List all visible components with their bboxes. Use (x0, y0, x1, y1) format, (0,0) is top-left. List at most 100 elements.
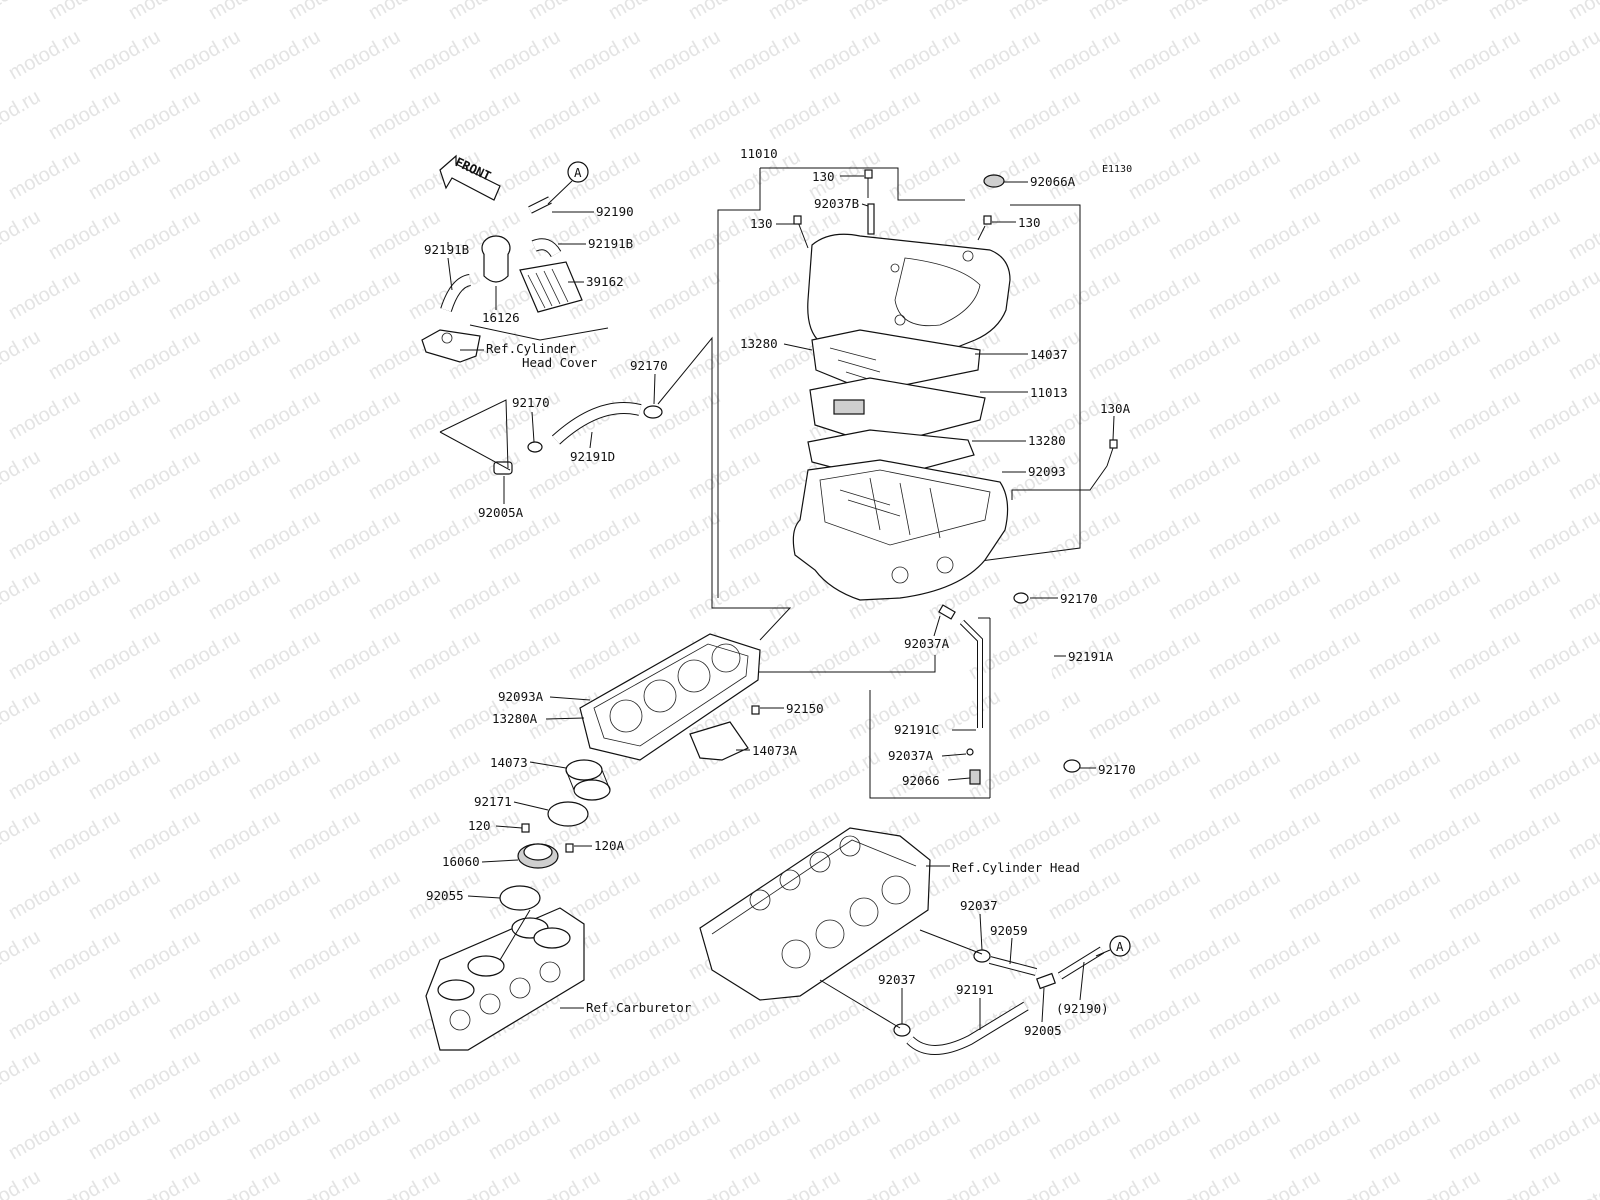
watermark-text: motod.ru (805, 1106, 884, 1165)
watermark-text: motod.ru (365, 0, 444, 24)
watermark-text: motod.ru (45, 326, 124, 385)
watermark-text: motod.ru (165, 506, 244, 565)
watermark-text: motod.ru (5, 146, 84, 205)
watermark-text: motod.ru (1485, 446, 1564, 505)
label-92066: 92066 (902, 773, 940, 788)
watermark-text: motod.ru (0, 926, 44, 985)
watermark-text: motod.ru (1205, 1106, 1284, 1165)
label-13280-mid: 13280 (1028, 433, 1066, 448)
watermark-text: motod.ru (125, 806, 204, 865)
watermark-text: motod.ru (605, 326, 684, 385)
watermark-text: motod.ru (645, 1106, 724, 1165)
watermark-text: motod.ru (565, 1106, 644, 1165)
label-130-top: 130 (812, 169, 835, 184)
watermark-text: motod.ru (645, 146, 724, 205)
watermark-text: motod.ru (85, 506, 164, 565)
watermark-text: motod.ru (0, 806, 44, 865)
watermark-text: motod.ru (365, 86, 444, 145)
watermark-text: motod.ru (45, 206, 124, 265)
watermark-text: motod.ru (885, 626, 964, 685)
watermark-text: motod.ru (1365, 986, 1444, 1045)
watermark-text: motod.ru (1245, 0, 1324, 24)
watermark-text: motod.ru (685, 326, 764, 385)
watermark-text: motod.ru (85, 266, 164, 325)
watermark-text: motod.ru (205, 86, 284, 145)
front-arrow-icon (439, 154, 501, 201)
watermark-text: motod.ru (1365, 1106, 1444, 1165)
watermark-text: motod.ru (205, 686, 284, 745)
watermark-text: motod.ru (405, 626, 484, 685)
watermark-text: motod.ru (1445, 506, 1524, 565)
watermark-text: motod.ru (1325, 1166, 1404, 1200)
label-14073a: 14073A (752, 743, 798, 758)
part-labels: E1130 11010 130 92037B 130 92066A 130 13… (424, 146, 1136, 1038)
watermark-text: motod.ru (1125, 866, 1204, 925)
watermark-text: motod.ru (85, 866, 164, 925)
watermark-text: motod.ru (405, 506, 484, 565)
watermark-text: motod.ru (1325, 926, 1404, 985)
watermark-text: motod.ru (1245, 926, 1324, 985)
watermark-text: motod.ru (285, 806, 364, 865)
watermark-text: motod.ru (1045, 266, 1124, 325)
watermark-text: motod.ru (1325, 0, 1404, 24)
air-cleaner-assembly (717, 167, 1118, 799)
ref-marker-a-bottom: A (1116, 939, 1124, 954)
label-16126: 16126 (482, 310, 520, 325)
watermark-text: motod.ru (1125, 746, 1204, 805)
watermark-text: motod.ru (1085, 686, 1164, 745)
watermark-text: motod.ru (1165, 206, 1244, 265)
watermark-text: motod.ru (725, 386, 804, 445)
watermark-text: motod.ru (1365, 626, 1444, 685)
watermark-text: motod.ru (45, 806, 124, 865)
ref-cylinder-head: Ref.Cylinder Head (952, 860, 1080, 875)
watermark-text: motod.ru (1205, 746, 1284, 805)
watermark-text: motod.ru (1205, 386, 1284, 445)
watermark-text: motod.ru (645, 986, 724, 1045)
watermark-text: motod.ru (605, 446, 684, 505)
watermark-text: motod.ru (125, 1166, 204, 1200)
watermark-text: motod.ru (885, 26, 964, 85)
watermark-text: motod.ru (325, 986, 404, 1045)
watermark-text: motod.ru (245, 26, 324, 85)
watermark-text: motod.ru (525, 1046, 604, 1105)
watermark-text: motod.ru (1165, 446, 1244, 505)
watermark-text: motod.ru (845, 1166, 924, 1200)
watermark-text: motod.ru (685, 86, 764, 145)
watermark-text: motod.ru (125, 326, 204, 385)
watermark-text: motod.ru (645, 866, 724, 925)
watermark-text: motod.ru (1085, 1166, 1164, 1200)
watermark-text: motod.ru (1325, 806, 1404, 865)
watermark-text: motod.ru (205, 326, 284, 385)
diagram-code: E1130 (1102, 164, 1132, 175)
label-92191c: 92191C (894, 722, 939, 737)
watermark-text: motod.ru (1405, 326, 1484, 385)
watermark-text: motod.ru (5, 26, 84, 85)
watermark-text: motod.ru (1085, 446, 1164, 505)
watermark-text: motod.ru (5, 746, 84, 805)
watermark-text: motod.ru (605, 926, 684, 985)
watermark-text: motod.ru (685, 206, 764, 265)
watermark-text: motod.ru (1045, 506, 1124, 565)
watermark-text: motod.ru (1245, 566, 1324, 625)
label-120: 120 (468, 818, 491, 833)
ref-marker-top: A (547, 161, 589, 205)
watermark-text: motod.ru (285, 0, 364, 24)
watermark-text: motod.ru (45, 686, 124, 745)
watermark-text: motod.ru (365, 446, 444, 505)
watermark-text: motod.ru (165, 866, 244, 925)
watermark-text: motod.ru (525, 86, 604, 145)
watermark-text: motod.ru (1445, 146, 1524, 205)
watermark-text: motod.ru (1205, 26, 1284, 85)
ref-marker-a-top: A (574, 165, 582, 180)
label-92191: 92191 (956, 982, 994, 997)
watermark-text: motod.ru (1205, 266, 1284, 325)
watermark-text: motod.ru (1125, 146, 1204, 205)
label-92170-mid: 92170 (512, 395, 550, 410)
watermark-text: motod.ru (1285, 266, 1364, 325)
watermark-text: motod.ru (765, 1166, 844, 1200)
watermark-text: motod.ru (1525, 506, 1600, 565)
watermark-text: motod.ru (245, 266, 324, 325)
watermark-text: motod.ru (1565, 206, 1600, 265)
watermark-text: motod.ru (1085, 206, 1164, 265)
watermark-text: motod.ru (1125, 1106, 1204, 1165)
